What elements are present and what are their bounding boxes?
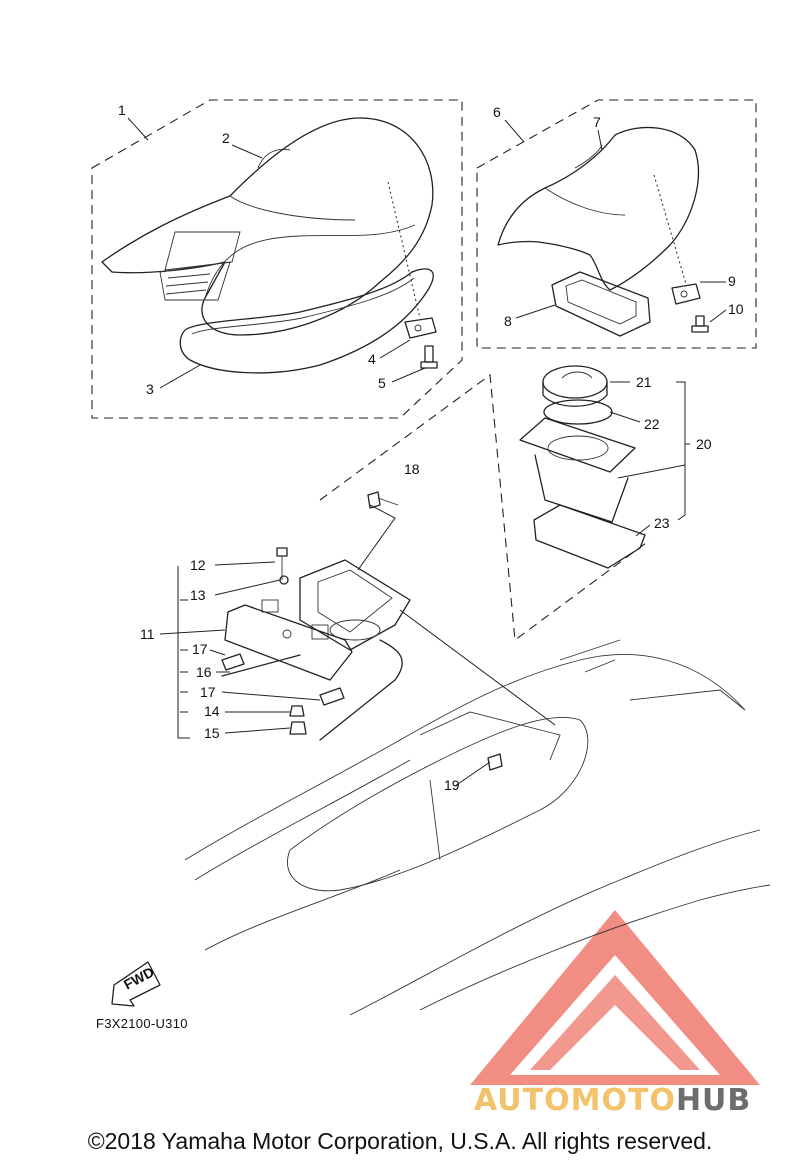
front-seat-gasket bbox=[179, 268, 434, 374]
copyright-notice: ©2018 Yamaha Motor Corporation, U.S.A. A… bbox=[87, 1128, 713, 1154]
watermark-logo bbox=[470, 910, 760, 1085]
storage-cap bbox=[542, 365, 608, 407]
callout-14: 14 bbox=[204, 703, 220, 719]
callout-9: 9 bbox=[728, 273, 736, 289]
hook-bolt bbox=[420, 345, 438, 369]
bolt-19 bbox=[487, 753, 503, 771]
callout-16: 16 bbox=[196, 664, 212, 680]
callout-21: 21 bbox=[636, 374, 652, 390]
seat-frame bbox=[299, 559, 411, 741]
strip-16 bbox=[221, 654, 301, 677]
fwd-arrow-icon: FWD bbox=[111, 961, 161, 1007]
nut-14 bbox=[289, 705, 305, 717]
callout-1: 1 bbox=[118, 102, 126, 118]
rear-seat-gasket bbox=[551, 271, 651, 337]
callout-17b: 17 bbox=[200, 684, 216, 700]
watermark-part-a: AUTOMOTO bbox=[474, 1083, 676, 1118]
screw-18 bbox=[367, 491, 399, 509]
callout-10: 10 bbox=[728, 301, 744, 317]
callout-labels: 1 2 3 4 5 6 7 8 9 10 11 12 13 14 15 16 1… bbox=[118, 102, 744, 793]
callout-19: 19 bbox=[444, 777, 460, 793]
pad-17a bbox=[221, 653, 245, 671]
callout-13: 13 bbox=[190, 587, 206, 603]
bolt-12 bbox=[276, 547, 288, 580]
diagram-code: F3X2100-U310 bbox=[96, 1016, 188, 1031]
watermark-text: AUTOMOTOHUB bbox=[474, 1083, 751, 1118]
rear-seat bbox=[497, 126, 699, 291]
storage-gasket bbox=[533, 504, 646, 569]
callout-6: 6 bbox=[493, 104, 501, 120]
front-seat bbox=[101, 117, 434, 336]
pad-17b bbox=[319, 687, 345, 706]
rear-hook-bolt bbox=[691, 315, 709, 333]
callout-15: 15 bbox=[204, 725, 220, 741]
callout-12: 12 bbox=[190, 557, 206, 573]
leader-lines bbox=[127, 117, 727, 787]
front-seat-group-box bbox=[91, 99, 463, 419]
seat-hook bbox=[404, 317, 437, 339]
rear-seat-group-box bbox=[476, 99, 757, 349]
callout-5: 5 bbox=[378, 375, 386, 391]
watermark-part-b: HUB bbox=[675, 1083, 752, 1118]
callout-2: 2 bbox=[222, 130, 230, 146]
callout-20: 20 bbox=[696, 436, 712, 452]
bracket bbox=[224, 599, 353, 681]
hull-body bbox=[184, 639, 771, 1016]
callout-8: 8 bbox=[504, 313, 512, 329]
callout-23: 23 bbox=[654, 515, 670, 531]
callout-17a: 17 bbox=[192, 641, 208, 657]
callout-7: 7 bbox=[593, 114, 601, 130]
callout-4: 4 bbox=[368, 351, 376, 367]
rear-seat-hook bbox=[671, 283, 701, 305]
washer-13 bbox=[279, 575, 289, 585]
storage-group-box bbox=[319, 373, 651, 642]
callout-3: 3 bbox=[146, 381, 154, 397]
callout-18: 18 bbox=[404, 461, 420, 477]
callout-11: 11 bbox=[140, 626, 155, 642]
nut-15 bbox=[289, 721, 307, 735]
storage-o-ring bbox=[543, 399, 613, 425]
storage-container bbox=[519, 417, 636, 523]
callout-22: 22 bbox=[644, 416, 660, 432]
